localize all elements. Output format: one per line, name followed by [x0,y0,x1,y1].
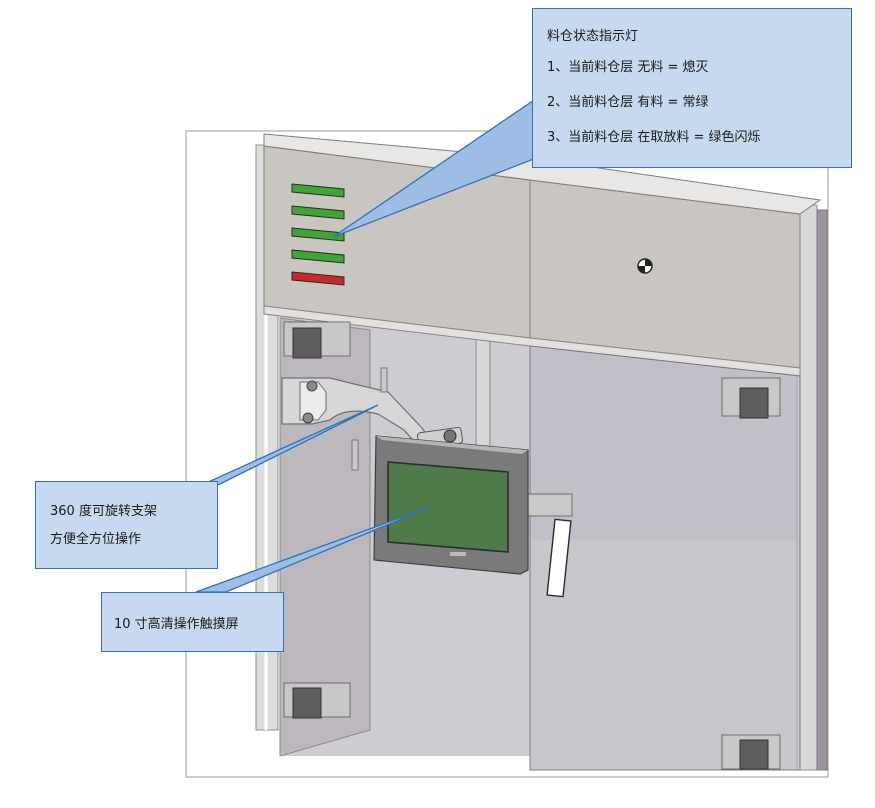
indicator-light-1 [291,183,345,198]
screen-display [387,461,509,553]
indicator-lights [291,183,345,286]
callout-lights-line-2: 2、当前料仓层 有料 = 常绿 [547,95,709,110]
door-handle [546,518,572,598]
indicator-light-3 [291,227,345,242]
right-upper-bracket [721,377,781,419]
callout-rotating-arm: 360 度可旋转支架 方便全方位操作 [35,481,218,569]
indicator-light-5 [291,271,345,286]
callout-screen-text: 10 寸高清操作触摸屏 [114,616,239,632]
callout-touch-screen: 10 寸高清操作触摸屏 [101,592,284,652]
callout-arm-line-2: 方便全方位操作 [50,532,142,547]
indicator-light-2 [291,205,345,220]
callout-indicator-lights: 料仓状态指示灯 1、当前料仓层 无料 = 熄灭 2、当前料仓层 有料 = 常绿 … [532,8,852,168]
indicator-light-4 [291,249,345,264]
center-pillar [475,337,491,447]
left-lower-bracket [283,682,351,719]
glass-door [529,345,801,771]
locator-mark [637,258,653,274]
callout-lights-line-3: 3、当前料仓层 在取放料 = 绿色闪烁 [547,130,761,145]
right-lower-bracket [721,734,781,770]
callout-arm-line-1: 360 度可旋转支架 [50,504,157,519]
callout-lights-title: 料仓状态指示灯 [547,29,639,44]
touch-screen [373,435,529,575]
callout-lights-line-1: 1、当前料仓层 无料 = 熄灭 [547,60,709,75]
door-latch [527,493,573,517]
left-upper-bracket [283,321,351,359]
